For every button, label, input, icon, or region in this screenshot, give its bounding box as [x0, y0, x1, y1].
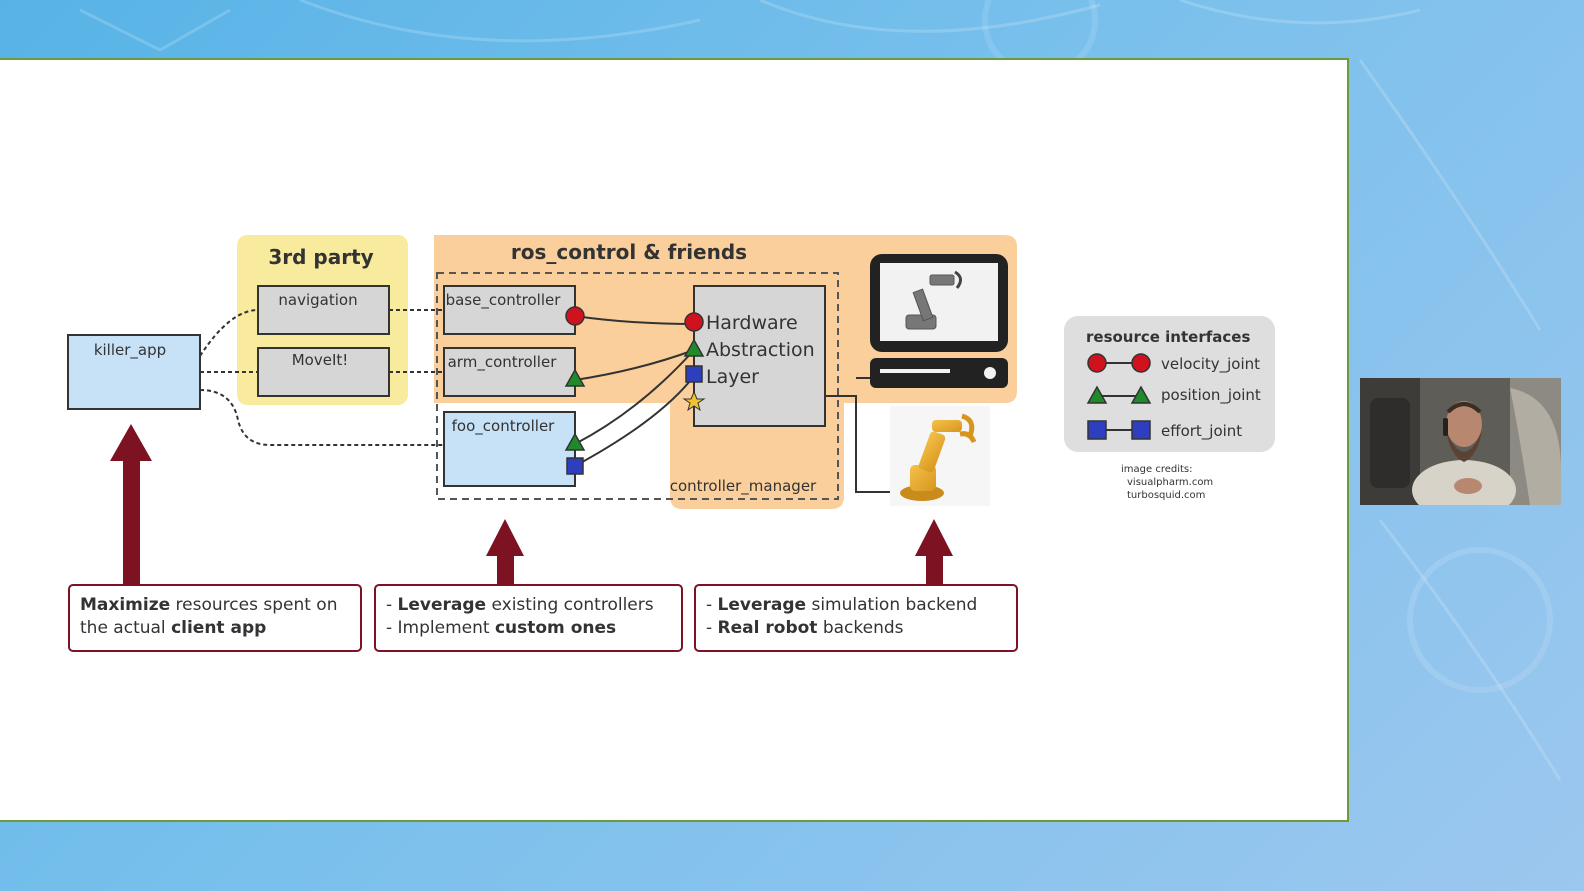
presenter-video	[1360, 378, 1561, 505]
effort-marker-hal	[685, 365, 703, 383]
controller-manager-label: controller_manager	[670, 477, 817, 496]
position-marker-foo	[564, 432, 586, 451]
legend-title: resource interfaces	[1086, 328, 1250, 346]
legend-effort-label: effort_joint	[1161, 422, 1242, 441]
third-party-title: 3rd party	[268, 245, 373, 269]
presenter-webcam	[1360, 378, 1561, 505]
effort-marker-foo	[566, 457, 584, 475]
navigation-label: navigation	[278, 291, 357, 309]
presentation-slide: ros_control & friends 3rd party controll…	[0, 58, 1349, 822]
ros-control-title: ros_control & friends	[511, 240, 747, 264]
foo-controller-label: foo_controller	[452, 417, 556, 436]
position-marker-arm	[564, 368, 586, 387]
hal-line-1: Hardware	[706, 312, 798, 334]
image-credits-2: turbosquid.com	[1127, 490, 1205, 501]
base-controller-label: base_controller	[446, 291, 562, 310]
robot-arm-icon	[890, 406, 990, 506]
velocity-marker-base	[565, 306, 585, 326]
arrow-up-right	[915, 519, 953, 586]
legend: resource interfaces velocity_joint posit…	[1064, 316, 1275, 452]
navigation-box	[257, 285, 390, 335]
velocity-marker-hal	[684, 312, 704, 332]
hal-box	[693, 285, 826, 427]
ros-control-diagram: ros_control & friends 3rd party controll…	[67, 235, 1275, 586]
image-credits-title: image credits:	[1121, 464, 1193, 475]
arrow-up-middle	[486, 519, 524, 586]
hal-line-2: Abstraction	[706, 339, 815, 361]
hal-line-3: Layer	[706, 366, 759, 388]
moveit-label: MoveIt!	[292, 351, 349, 369]
base-controller-box	[443, 285, 576, 335]
controller-manager-boundary	[436, 272, 839, 500]
foo-controller-box	[443, 411, 576, 487]
image-credits-1: visualpharm.com	[1127, 477, 1213, 488]
killer-app-box	[67, 334, 201, 410]
callout-client-app: Maximize resources spent on the actual c…	[68, 584, 362, 652]
computer-simulation-icon	[870, 254, 1008, 388]
legend-velocity-label: velocity_joint	[1161, 355, 1260, 374]
legend-position-label: position_joint	[1161, 386, 1261, 405]
arm-controller-box	[443, 347, 576, 397]
position-marker-hal	[683, 338, 705, 357]
arrow-up-left	[110, 424, 152, 586]
star-icon	[682, 390, 706, 412]
arm-controller-label: arm_controller	[448, 353, 558, 372]
killer-app-label: killer_app	[94, 341, 166, 360]
callout-controllers: - Leverage existing controllers - Implem…	[374, 584, 683, 652]
callout-backends: - Leverage simulation backend - Real rob…	[694, 584, 1018, 652]
